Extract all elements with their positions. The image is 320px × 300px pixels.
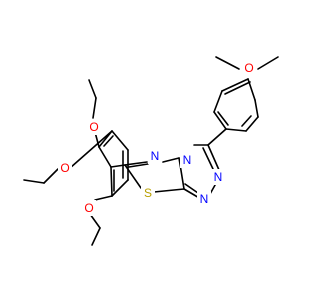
molecule-structure-diagram: O O O O N N N N S	[23, 56, 279, 246]
atom-n-triazole-bottom: N	[200, 192, 209, 206]
atom-n-ring-upper: N	[151, 149, 160, 163]
atom-s-ring: S	[144, 186, 152, 200]
atom-o-ethoxy-top: O	[89, 120, 98, 134]
bond-lines	[23, 56, 279, 246]
atom-o-ethoxy-middle: O	[60, 161, 69, 175]
atom-o-methoxy: O	[244, 61, 253, 75]
atom-labels: O O O O N N N N S	[58, 60, 256, 216]
atom-o-ethoxy-bottom: O	[84, 201, 93, 215]
atom-n-ring-bridge: N	[183, 153, 192, 167]
atom-n-triazole-right: N	[214, 170, 223, 184]
